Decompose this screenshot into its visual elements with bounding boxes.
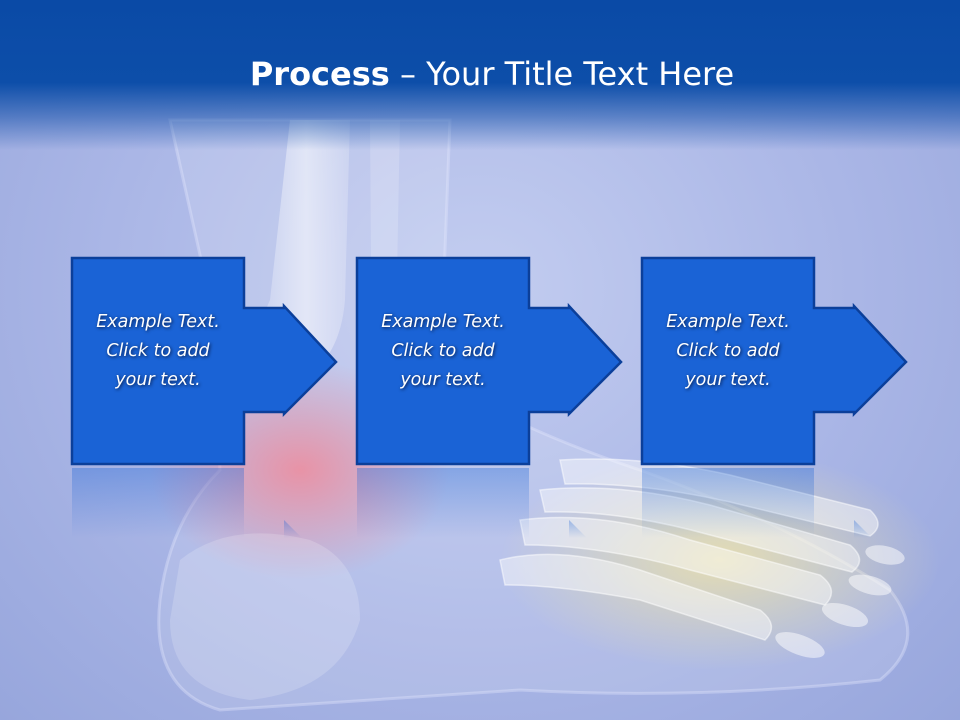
header-band [0,0,960,150]
right-arrow-icon [70,256,338,466]
step-text-line: Example Text. [381,312,505,332]
right-arrow-icon [640,256,908,466]
process-step-1[interactable]: Example Text. Click to add your text. [70,256,410,468]
step-text-line: Click to add [676,341,780,361]
step-text-line: Example Text. [666,312,790,332]
page-title: Process – Your Title Text Here [0,52,960,96]
title-bold-part: Process [249,55,390,93]
step-text[interactable]: Example Text. Click to add your text. [644,308,812,395]
step-text[interactable]: Example Text. Click to add your text. [74,308,242,395]
step-text[interactable]: Example Text. Click to add your text. [359,308,527,395]
title-rest-part: – Your Title Text Here [389,55,735,93]
step-text-line: your text. [685,370,771,390]
step-text-line: your text. [400,370,486,390]
step-text-line: Click to add [391,341,495,361]
right-arrow-icon [355,256,623,466]
step-text-line: your text. [115,370,201,390]
step-text-line: Click to add [106,341,210,361]
process-step-3[interactable]: Example Text. Click to add your text. [640,256,960,468]
step-text-line: Example Text. [96,312,220,332]
process-step-2[interactable]: Example Text. Click to add your text. [355,256,695,468]
